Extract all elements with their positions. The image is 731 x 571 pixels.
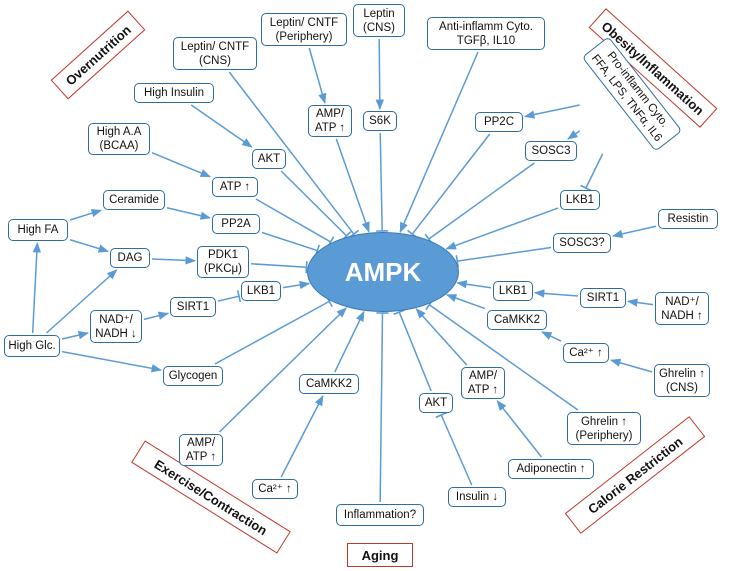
- link-nad_left-to-sirt1_left: [143, 311, 170, 321]
- link-akt_bottom-to-hub: [398, 311, 432, 392]
- link-ghrelin_cns-to-ca_right: [609, 358, 653, 373]
- node-sosc3-q: SOSC3?: [553, 233, 611, 253]
- link-glycogen-to-hub: [214, 300, 330, 365]
- node-amp-atp-bottom-right: AMP/ATP ↑: [461, 367, 505, 399]
- link-camkk2_right-to-hub: [445, 294, 486, 310]
- node-sirt1-right: SIRT1: [580, 288, 626, 308]
- node-insulin-down: Insulin ↓: [448, 487, 506, 507]
- link-ceramide-to-pp2a: [166, 207, 212, 220]
- node-lkb1-left: LKB1: [241, 281, 281, 301]
- node-dag: DAG: [110, 248, 150, 268]
- link-pro_inflamm-to-sosc3_top: [567, 130, 581, 140]
- inhibit-bar-pdk1-to-hub: [305, 261, 308, 274]
- link-pro_inflamm-to-lkb1_right_top: [585, 153, 604, 189]
- node-ghrelin-periphery: Ghrelin ↑(Periphery): [567, 412, 641, 445]
- link-high_glc-to-nad_left: [61, 331, 90, 340]
- category-aging: Aging: [347, 543, 413, 567]
- node-high-aa: High A.A(BCAA): [88, 123, 150, 155]
- node-ca-bottom: Ca²⁺ ↑: [252, 479, 298, 499]
- node-ca-right: Ca²⁺ ↑: [563, 343, 609, 363]
- node-high-fa: High FA: [8, 219, 68, 241]
- link-pdk1-to-hub: [250, 263, 307, 268]
- link-leptin_cntf_periphery-to-amp_atp_top: [308, 47, 327, 105]
- link-high_insulin-to-akt_top: [190, 104, 253, 148]
- node-leptin-cns: Leptin(CNS): [353, 4, 405, 37]
- link-ca_right-to-camkk2_right: [541, 331, 562, 342]
- inhibit-bar-sirt1_left-to-lkb1_left: [236, 290, 242, 303]
- link-atp_up-to-hub: [255, 198, 332, 243]
- link-amp_atp_bottom_right-to-hub: [415, 308, 468, 366]
- node-high-glc: High Glc.: [4, 335, 60, 357]
- node-pp2c: PP2C: [475, 112, 523, 132]
- link-adiponectin-to-amp_atp_bottom_right: [496, 400, 543, 458]
- node-inflammation-q: Inflammation?: [336, 504, 424, 526]
- link-amp_atp_bottom_left-to-hub: [218, 307, 347, 433]
- link-high_glc-to-dag: [45, 269, 118, 334]
- node-lkb1-right: LKB1: [493, 281, 533, 301]
- node-pdk1: PDK1(PKCμ): [197, 246, 249, 278]
- node-ghrelin-cns: Ghrelin ↑(CNS): [654, 364, 710, 397]
- node-adiponectin: Adiponectin ↑: [508, 459, 594, 479]
- node-camkk2-right: CaMKK2: [487, 310, 547, 330]
- link-anti_inflamm-to-hub: [399, 51, 479, 234]
- node-ceramide: Ceramide: [103, 190, 165, 210]
- link-high_glc-to-glycogen: [61, 350, 163, 373]
- link-insulin_down-to-akt_bottom: [440, 414, 473, 486]
- link-resistin-to-sosc3_q: [611, 225, 657, 238]
- link-nad_right-to-sirt1_right: [626, 298, 654, 307]
- link-pro_inflamm-to-pp2c: [523, 104, 580, 119]
- node-pp2a: PP2A: [212, 214, 260, 234]
- link-ghrelin_periphery-to-hub: [428, 304, 579, 411]
- inhibit-bar-pro_inflamm-to-lkb1_right_top: [580, 184, 592, 192]
- link-high_fa-to-dag: [69, 239, 110, 253]
- node-leptin-cntf-periphery: Leptin/ CNTF(Periphery): [261, 13, 347, 46]
- hub-ampk: AMPK: [307, 232, 459, 312]
- node-camkk2-bottom: CaMKK2: [299, 374, 359, 394]
- link-s6k-to-hub: [379, 132, 383, 232]
- link-ca_bottom-to-camkk2_bottom: [280, 395, 324, 478]
- node-amp-atp-bottom-left: AMP/ATP ↑: [179, 434, 223, 466]
- inhibit-bar-insulin_down-to-akt_bottom: [435, 411, 448, 419]
- node-sirt1-left: SIRT1: [170, 297, 216, 317]
- link-lkb1_right-to-hub: [456, 280, 492, 289]
- node-resistin: Resistin: [658, 209, 718, 229]
- node-akt-top: AKT: [252, 149, 286, 169]
- node-s6k: S6K: [363, 111, 397, 131]
- link-lkb1_left-to-hub: [282, 280, 311, 290]
- link-akt_top-to-hub: [280, 170, 348, 237]
- link-high_aa-to-atp_up: [151, 151, 211, 178]
- link-sosc3_top-to-hub: [428, 162, 535, 240]
- node-lkb1-right-top: LKB1: [560, 190, 600, 210]
- link-inflammation_q-to-hub: [379, 312, 384, 503]
- node-akt-bottom: AKT: [419, 393, 453, 413]
- node-nad-nadh-down: NAD⁺/NADH ↓: [90, 310, 142, 343]
- node-leptin-cntf-cns: Leptin/ CNTF(CNS): [173, 37, 257, 70]
- node-glycogen: Glycogen: [163, 366, 223, 386]
- link-sirt1_right-to-lkb1_right: [533, 289, 579, 298]
- link-leptin_cntf_cns-to-hub: [228, 71, 355, 235]
- link-pp2a-to-hub: [261, 231, 318, 252]
- link-high_glc-to-high_fa: [31, 241, 42, 334]
- node-sosc3-top: SOSC3: [525, 141, 577, 161]
- link-camkk2_bottom-to-hub: [334, 310, 365, 373]
- link-leptin_cns-to-s6k: [375, 38, 384, 111]
- node-atp-up: ATP ↑: [212, 177, 258, 197]
- link-high_fa-to-ceramide: [69, 209, 103, 221]
- node-amp-atp-top: AMP/ATP ↑: [308, 105, 352, 137]
- link-amp_atp_top-to-hub: [335, 138, 370, 233]
- link-pp2c-to-hub: [411, 133, 491, 235]
- node-high-insulin: High Insulin: [134, 83, 214, 103]
- link-lkb1_right_top-to-hub: [445, 207, 559, 250]
- link-sosc3_q-to-hub: [457, 246, 552, 262]
- link-dag-to-pdk1: [151, 256, 197, 265]
- node-anti-inflamm-cyto: Anti-inflamm Cyto.TGFβ, IL10: [427, 17, 545, 50]
- link-sirt1_left-to-lkb1_left: [217, 295, 240, 302]
- node-nad-nadh-up: NAD⁺/NADH ↑: [655, 292, 709, 325]
